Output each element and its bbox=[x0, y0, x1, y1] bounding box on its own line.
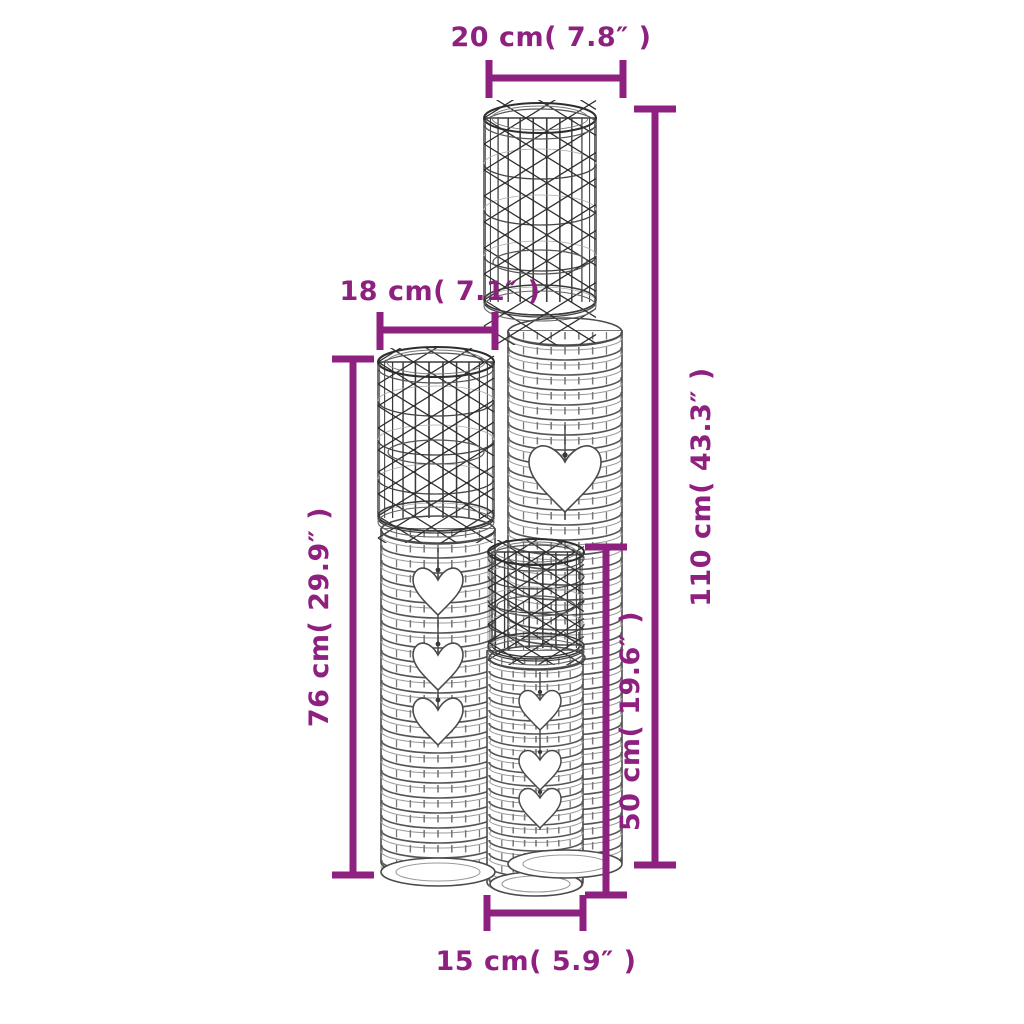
dimension-label-50cm: 50 cm( 19.6″ ) bbox=[615, 611, 646, 831]
planter-short-mesh-top bbox=[487, 538, 585, 666]
dimension-line-20cm bbox=[485, 60, 627, 98]
planter-tall-mesh-top bbox=[483, 100, 597, 345]
dimension-label-15cm: 15 cm( 5.9″ ) bbox=[436, 946, 637, 977]
planter-tall-rim bbox=[507, 317, 623, 347]
planter-medium-base bbox=[380, 857, 496, 887]
dimension-label-110cm: 110 cm( 43.3″ ) bbox=[686, 367, 717, 607]
dimension-line-76cm bbox=[332, 355, 374, 879]
dimension-line-50cm bbox=[585, 543, 627, 899]
dimension-line-18cm bbox=[376, 312, 499, 350]
dimension-line-110cm bbox=[634, 105, 676, 869]
planter-short-rim bbox=[488, 645, 586, 671]
planter-medium-mesh-top bbox=[377, 346, 495, 543]
planter-short bbox=[486, 538, 586, 897]
planter-medium-base-inner bbox=[395, 862, 481, 882]
dimension-label-76cm: 76 cm( 29.9″ ) bbox=[304, 507, 335, 727]
planter-medium-heart-decorations bbox=[412, 548, 464, 747]
dimension-line-15cm bbox=[483, 895, 587, 931]
dimension-label-20cm: 20 cm( 7.8″ ) bbox=[451, 22, 652, 53]
planter-short-heart-decorations bbox=[518, 672, 562, 830]
dimension-label-18cm: 18 cm( 7.1″ ) bbox=[340, 276, 541, 307]
planter-tall-heart-decoration bbox=[528, 425, 602, 520]
planter-medium-rim bbox=[380, 515, 496, 545]
